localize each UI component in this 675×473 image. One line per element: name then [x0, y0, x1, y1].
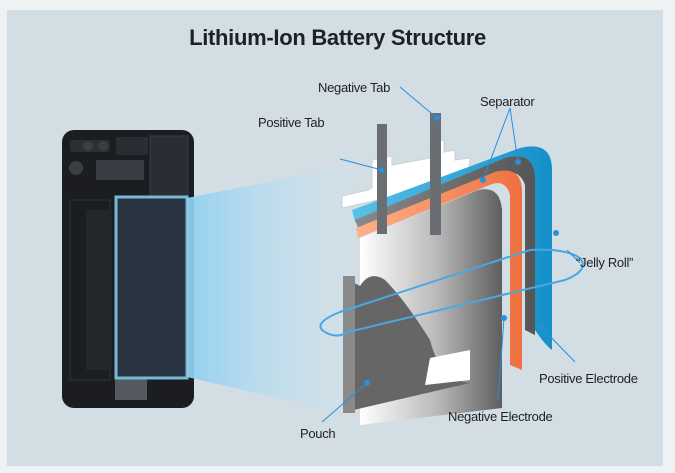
battery-cell [341, 113, 552, 425]
label-negative-tab: Negative Tab [318, 80, 391, 95]
phone-usb-port [115, 378, 147, 400]
label-positive-electrode: Positive Electrode [539, 371, 638, 386]
jelly-roll-loop [319, 248, 584, 337]
negative-electrode-band [356, 170, 522, 370]
label-separator: Separator [480, 94, 535, 109]
callout-lines [321, 86, 581, 423]
negative-tab [430, 113, 441, 235]
diagram-title: Lithium-Ion Battery Structure [189, 25, 486, 50]
label-negative-electrode: Negative Electrode [448, 409, 553, 424]
positive-tab [377, 124, 387, 234]
label-pouch: Pouch [300, 426, 336, 441]
label-positive-tab: Positive Tab [258, 115, 325, 130]
phone-vibration-motor [69, 161, 83, 175]
label-jelly-roll: “Jelly Roll” [576, 255, 634, 270]
phone-battery [114, 195, 189, 380]
phone-illustration [62, 130, 194, 408]
positive-electrode-band [352, 146, 552, 350]
projection-beam [187, 165, 352, 415]
